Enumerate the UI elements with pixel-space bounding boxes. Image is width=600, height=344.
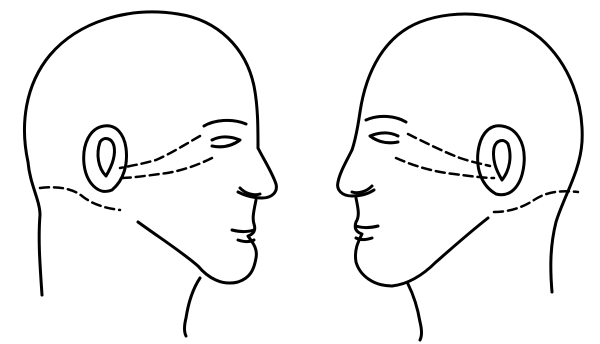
head-left-eye (212, 137, 240, 147)
head-left-eyebrow (204, 120, 246, 126)
head-right-ear-inner (493, 141, 510, 180)
head-left-guide-nose-to-ear (120, 158, 212, 178)
head-left-ear-outer (84, 126, 127, 192)
head-left-skull-outline (24, 12, 258, 295)
head-left-lip-line (232, 230, 254, 232)
head-left-neck-front (185, 278, 201, 336)
head-right-eye (370, 133, 398, 143)
head-right-eyebrow (366, 116, 406, 122)
head-right-ear-outer (478, 126, 525, 195)
head-right-profile (338, 14, 583, 340)
head-right-lip-line (356, 226, 378, 228)
head-right-skull-outline (352, 14, 582, 292)
head-left-profile (24, 12, 276, 336)
head-left-lower-lip (238, 240, 254, 242)
head-right-neck-front (408, 284, 422, 340)
head-right-lower-lip (356, 238, 372, 240)
head-left-guide-eye-to-ear (120, 136, 200, 168)
head-right-mouth-chin-outline (355, 198, 488, 286)
head-left-ear-inner (98, 139, 115, 176)
